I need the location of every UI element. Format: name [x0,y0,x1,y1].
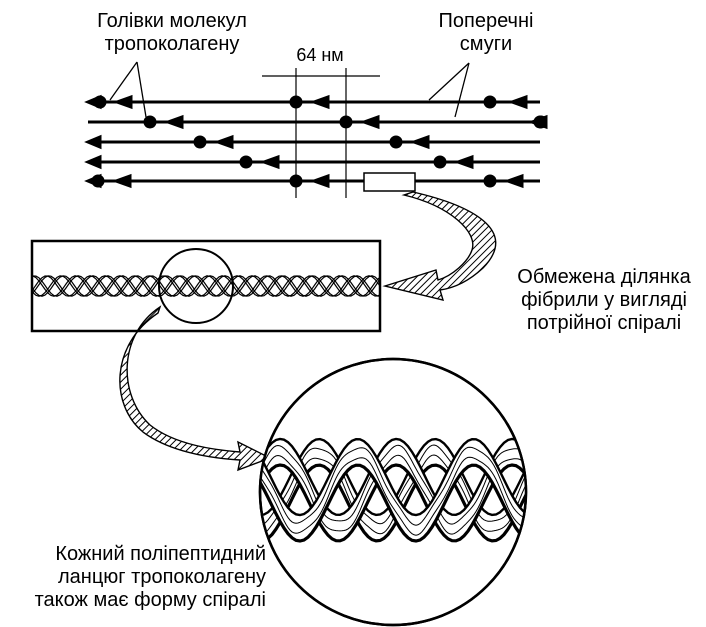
molecule-arrow [364,117,378,127]
molecule-arrow [458,157,472,167]
molecule-head [536,117,546,127]
molecule-arrow [88,157,100,167]
molecule-head [241,157,251,167]
magnified-helix [240,359,560,625]
molecule-arrow [117,97,131,107]
fibril-row [88,137,540,147]
molecule-arrow [116,176,130,186]
leader-lines [110,62,469,117]
molecule-head [145,117,155,127]
fibril-row [88,97,540,107]
fibril-row [88,157,540,167]
molecule-arrow [88,176,100,186]
molecule-arrow [512,97,526,107]
fibril-label: Обмежена ділянка фібрили у вигляді потрі… [502,266,706,335]
heads-label: Голівки молекул тропоколагену [72,10,272,56]
molecule-arrow [314,176,328,186]
fibril-segment [30,241,381,331]
molecule-head [485,97,495,107]
selection-box [364,173,415,191]
molecule-arrow [218,137,232,147]
molecule-arrow [168,117,182,127]
bands-label: Поперечні смуги [426,10,546,56]
molecule-arrow [414,137,428,147]
molecule-arrow [88,137,100,147]
arrow-box-to-fibril [385,192,496,300]
molecule-head [485,176,495,186]
molecule-arrow [264,157,278,167]
fibril-row [88,176,540,186]
molecule-arrow [508,176,522,186]
molecule-head [391,137,401,147]
chain-label: Кожний поліпептидний ланцюг тропоколаген… [4,543,266,612]
molecule-head [435,157,445,167]
spacing-label: 64 нм [274,44,366,67]
molecule-head [195,137,205,147]
molecule-arrow [314,97,328,107]
fibril-row [88,117,546,127]
molecule-arrow [88,97,100,107]
